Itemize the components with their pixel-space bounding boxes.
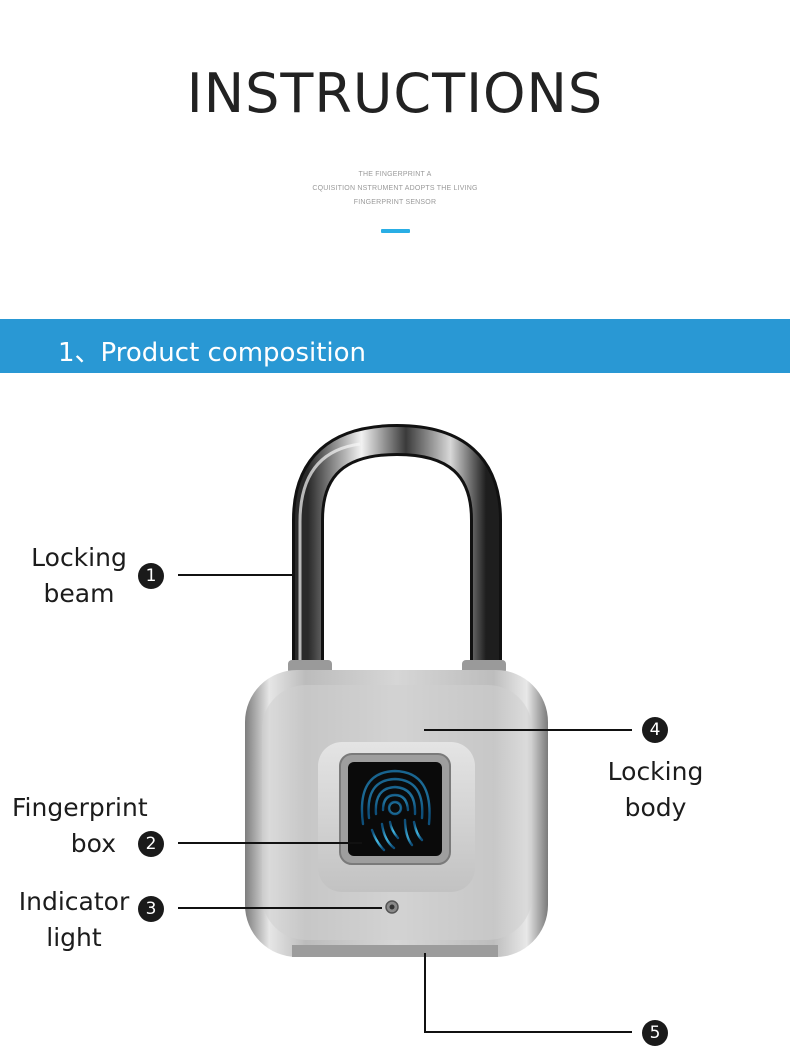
label-indicator-light: Indicator light <box>12 884 136 956</box>
label-line: beam <box>43 579 115 608</box>
callout-line-5-horizontal <box>424 1031 632 1033</box>
subtitle-line-3: FINGERPRINT SENSOR <box>353 199 437 206</box>
callout-badge-5: 5 <box>642 1020 668 1046</box>
callout-line-2 <box>178 842 362 844</box>
label-fingerprint-box: Fingerprint box <box>12 790 148 862</box>
callout-badge-2: 2 <box>138 831 164 857</box>
label-line: Locking <box>31 543 127 572</box>
section-banner: 1、Product composition <box>0 319 790 373</box>
callout-line-5-vertical <box>424 953 426 1033</box>
page-title: INSTRUCTIONS <box>186 62 604 125</box>
callout-line-3 <box>178 907 382 909</box>
callout-badge-4: 4 <box>642 717 668 743</box>
subtitle-line-2: CQUISITION NSTRUMENT ADOPTS THE LIVING <box>312 185 478 192</box>
subtitle: THE FINGERPRINT A CQUISITION NSTRUMENT A… <box>245 168 545 210</box>
label-line: Indicator <box>18 887 130 916</box>
label-line: light <box>46 923 102 952</box>
label-locking-body: Locking body <box>598 754 713 826</box>
label-line: box <box>70 829 116 858</box>
callout-line-4 <box>424 729 632 731</box>
subtitle-line-1: THE FINGERPRINT A <box>358 171 432 178</box>
section-title: 1、Product composition <box>58 338 367 368</box>
callout-line-1 <box>178 574 293 576</box>
callout-badge-1: 1 <box>138 563 164 589</box>
label-line: Locking <box>607 757 704 786</box>
label-locking-beam: Locking beam <box>25 540 133 612</box>
accent-bar <box>381 229 410 233</box>
callout-badge-3: 3 <box>138 896 164 922</box>
label-line: Fingerprint <box>12 793 148 822</box>
label-line: body <box>624 793 687 822</box>
